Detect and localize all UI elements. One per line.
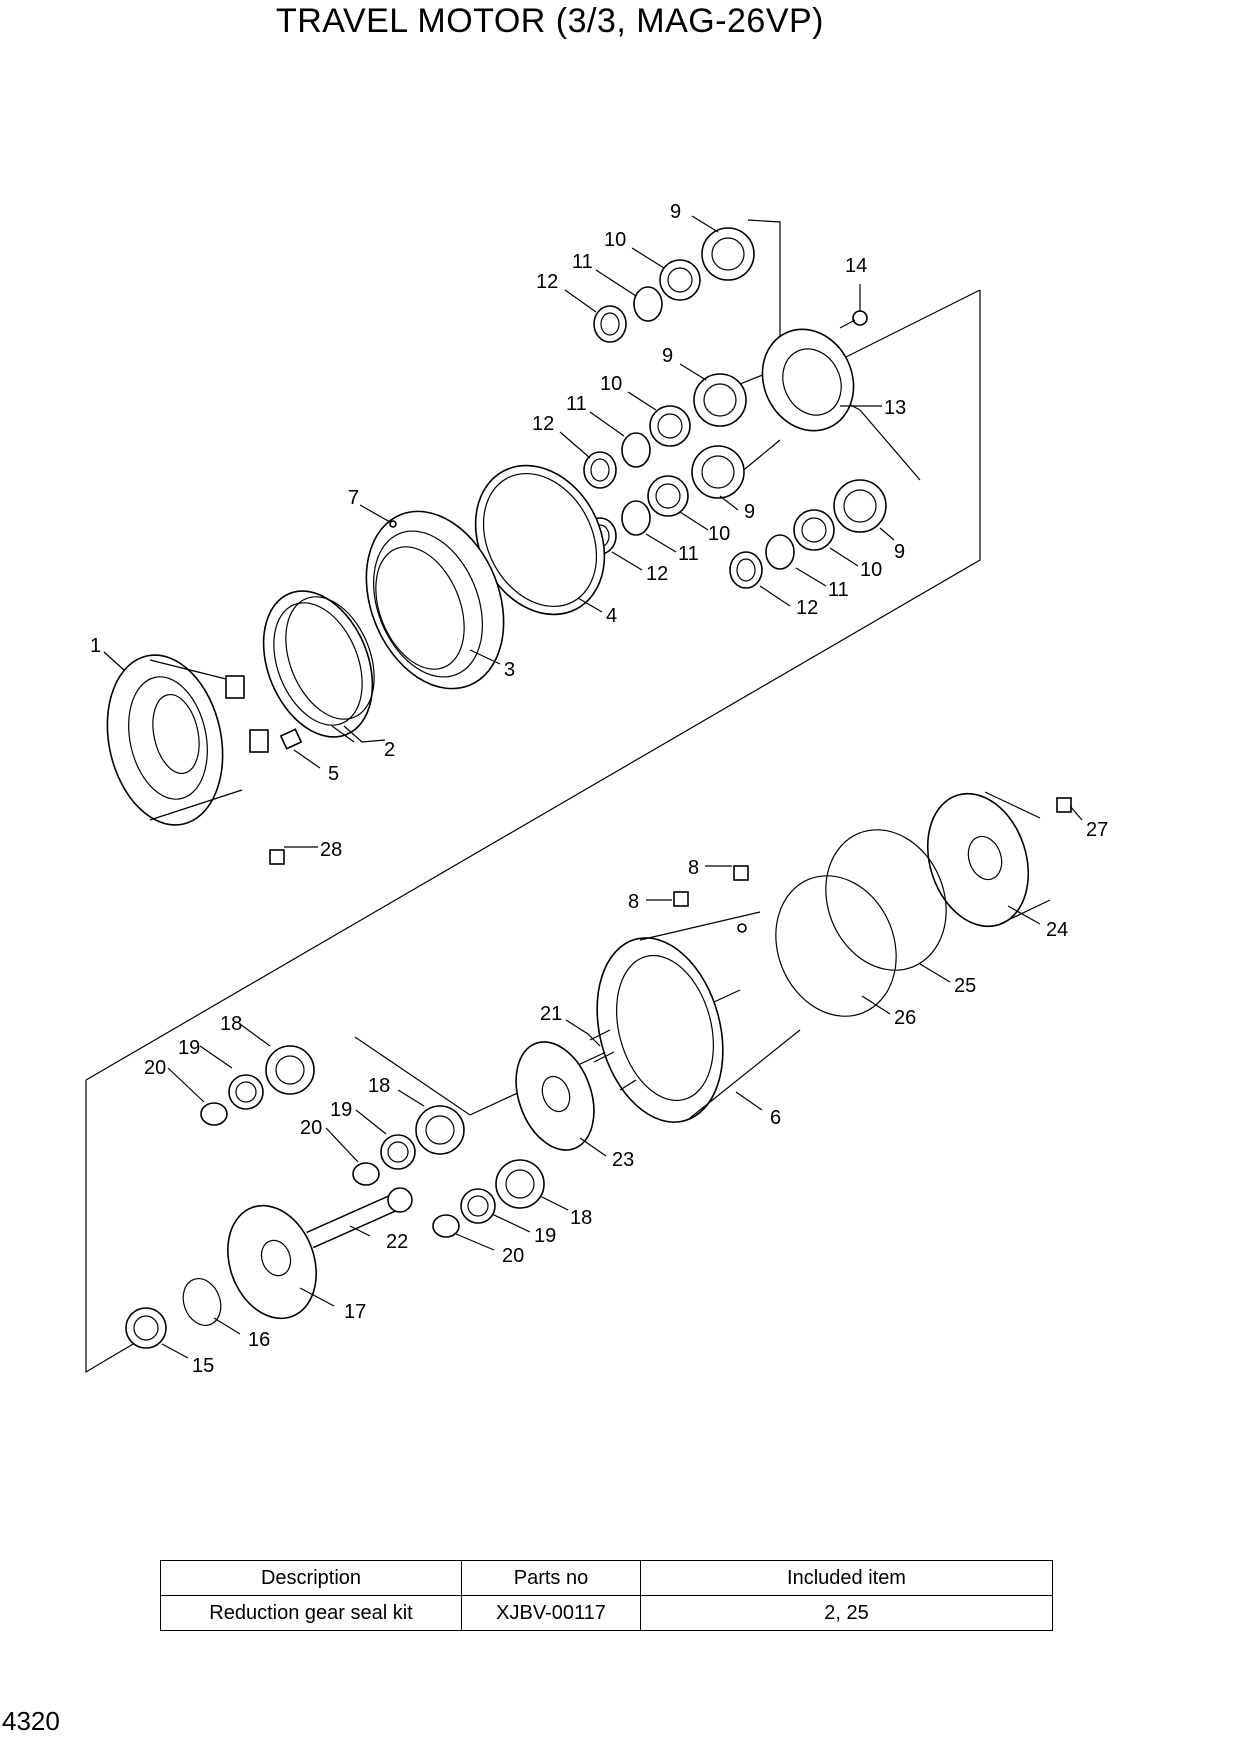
callout-19: 19 xyxy=(534,1225,556,1247)
callout-9: 9 xyxy=(744,501,755,523)
callout-leaders xyxy=(103,215,1083,1359)
snap-ring-16 xyxy=(182,1278,222,1326)
callout-24: 24 xyxy=(1046,919,1068,941)
callout-25: 25 xyxy=(954,975,976,997)
callout-22: 22 xyxy=(386,1231,408,1253)
callout-4: 4 xyxy=(606,605,617,627)
callout-10: 10 xyxy=(604,229,626,251)
planet-gear-set-18-a xyxy=(200,1045,315,1126)
seal-kit-table: Description Parts no Included item Reduc… xyxy=(160,1560,1053,1631)
callout-20: 20 xyxy=(300,1117,322,1139)
table-row: Reduction gear seal kit XJBV-00117 2, 25 xyxy=(160,1595,1053,1631)
callout-19: 19 xyxy=(330,1099,352,1121)
page-title: TRAVEL MOTOR (3/3, MAG-26VP) xyxy=(275,2,825,40)
carrier-plate xyxy=(761,310,868,432)
callout-8: 8 xyxy=(628,891,639,913)
cell-parts-no: XJBV-00117 xyxy=(461,1595,641,1631)
callout-11: 11 xyxy=(566,393,587,415)
callout-5: 5 xyxy=(328,763,339,785)
cell-included-item: 2, 25 xyxy=(640,1595,1053,1631)
callout-20: 20 xyxy=(502,1245,524,1267)
callout-18: 18 xyxy=(570,1207,592,1229)
planet-gear-set-lower-right xyxy=(729,479,887,589)
callout-11: 11 xyxy=(828,579,849,601)
callout-10: 10 xyxy=(708,523,730,545)
callout-12: 12 xyxy=(796,597,818,619)
table-header-row: Description Parts no Included item xyxy=(160,1560,1053,1596)
callout-10: 10 xyxy=(600,373,622,395)
callout-9: 9 xyxy=(662,345,673,367)
cover-24 xyxy=(926,791,1072,928)
callout-12: 12 xyxy=(532,413,554,435)
callout-21: 21 xyxy=(540,1003,562,1025)
callout-10: 10 xyxy=(860,559,882,581)
callout-12: 12 xyxy=(536,271,558,293)
callout-20: 20 xyxy=(144,1057,166,1079)
sun-shaft-22 xyxy=(306,1187,413,1249)
callout-26: 26 xyxy=(894,1007,916,1029)
callout-12: 12 xyxy=(646,563,668,585)
planet-gear-set-mid xyxy=(583,373,747,489)
planet-gear-set-18-b xyxy=(352,1105,465,1186)
callout-18: 18 xyxy=(220,1013,242,1035)
planet-gear-set-top xyxy=(593,227,755,343)
callout-18: 18 xyxy=(368,1075,390,1097)
callout-6: 6 xyxy=(770,1107,781,1129)
ring-gear-housing-6 xyxy=(596,865,801,1123)
callout-16: 16 xyxy=(248,1329,270,1351)
floating-seal-2 xyxy=(262,590,375,738)
callout-1: 1 xyxy=(90,635,101,657)
page-number: 4320 xyxy=(2,1706,60,1736)
gear-15 xyxy=(125,1307,167,1349)
callout-14: 14 xyxy=(845,255,867,277)
column-header-included-item: Included item xyxy=(640,1560,1053,1596)
callout-11: 11 xyxy=(678,543,699,565)
thrust-plate-23 xyxy=(515,1029,637,1151)
cell-description: Reduction gear seal kit xyxy=(160,1595,462,1631)
callout-17: 17 xyxy=(344,1301,366,1323)
o-rings-25-26 xyxy=(775,829,947,1017)
carrier-17 xyxy=(227,1204,317,1320)
callout-9: 9 xyxy=(670,201,681,223)
callout-8: 8 xyxy=(688,857,699,879)
callout-labels: 9 10 11 12 14 9 10 11 12 13 7 9 10 11 12… xyxy=(90,201,1108,1377)
hub-1 xyxy=(106,654,303,865)
planet-gear-set-18-c xyxy=(432,1159,545,1238)
column-header-parts-no: Parts no xyxy=(461,1560,641,1596)
callout-19: 19 xyxy=(178,1037,200,1059)
callout-11: 11 xyxy=(572,251,593,273)
callout-15: 15 xyxy=(192,1355,214,1377)
callout-27: 27 xyxy=(1086,819,1108,841)
callout-7: 7 xyxy=(348,487,359,509)
column-header-description: Description xyxy=(160,1560,462,1596)
callout-2: 2 xyxy=(384,739,395,761)
callout-13: 13 xyxy=(884,397,906,419)
callout-23: 23 xyxy=(612,1149,634,1171)
callout-9: 9 xyxy=(894,541,905,563)
callout-3: 3 xyxy=(504,659,515,681)
bearing-3 xyxy=(365,510,505,690)
callout-28: 28 xyxy=(320,839,342,861)
